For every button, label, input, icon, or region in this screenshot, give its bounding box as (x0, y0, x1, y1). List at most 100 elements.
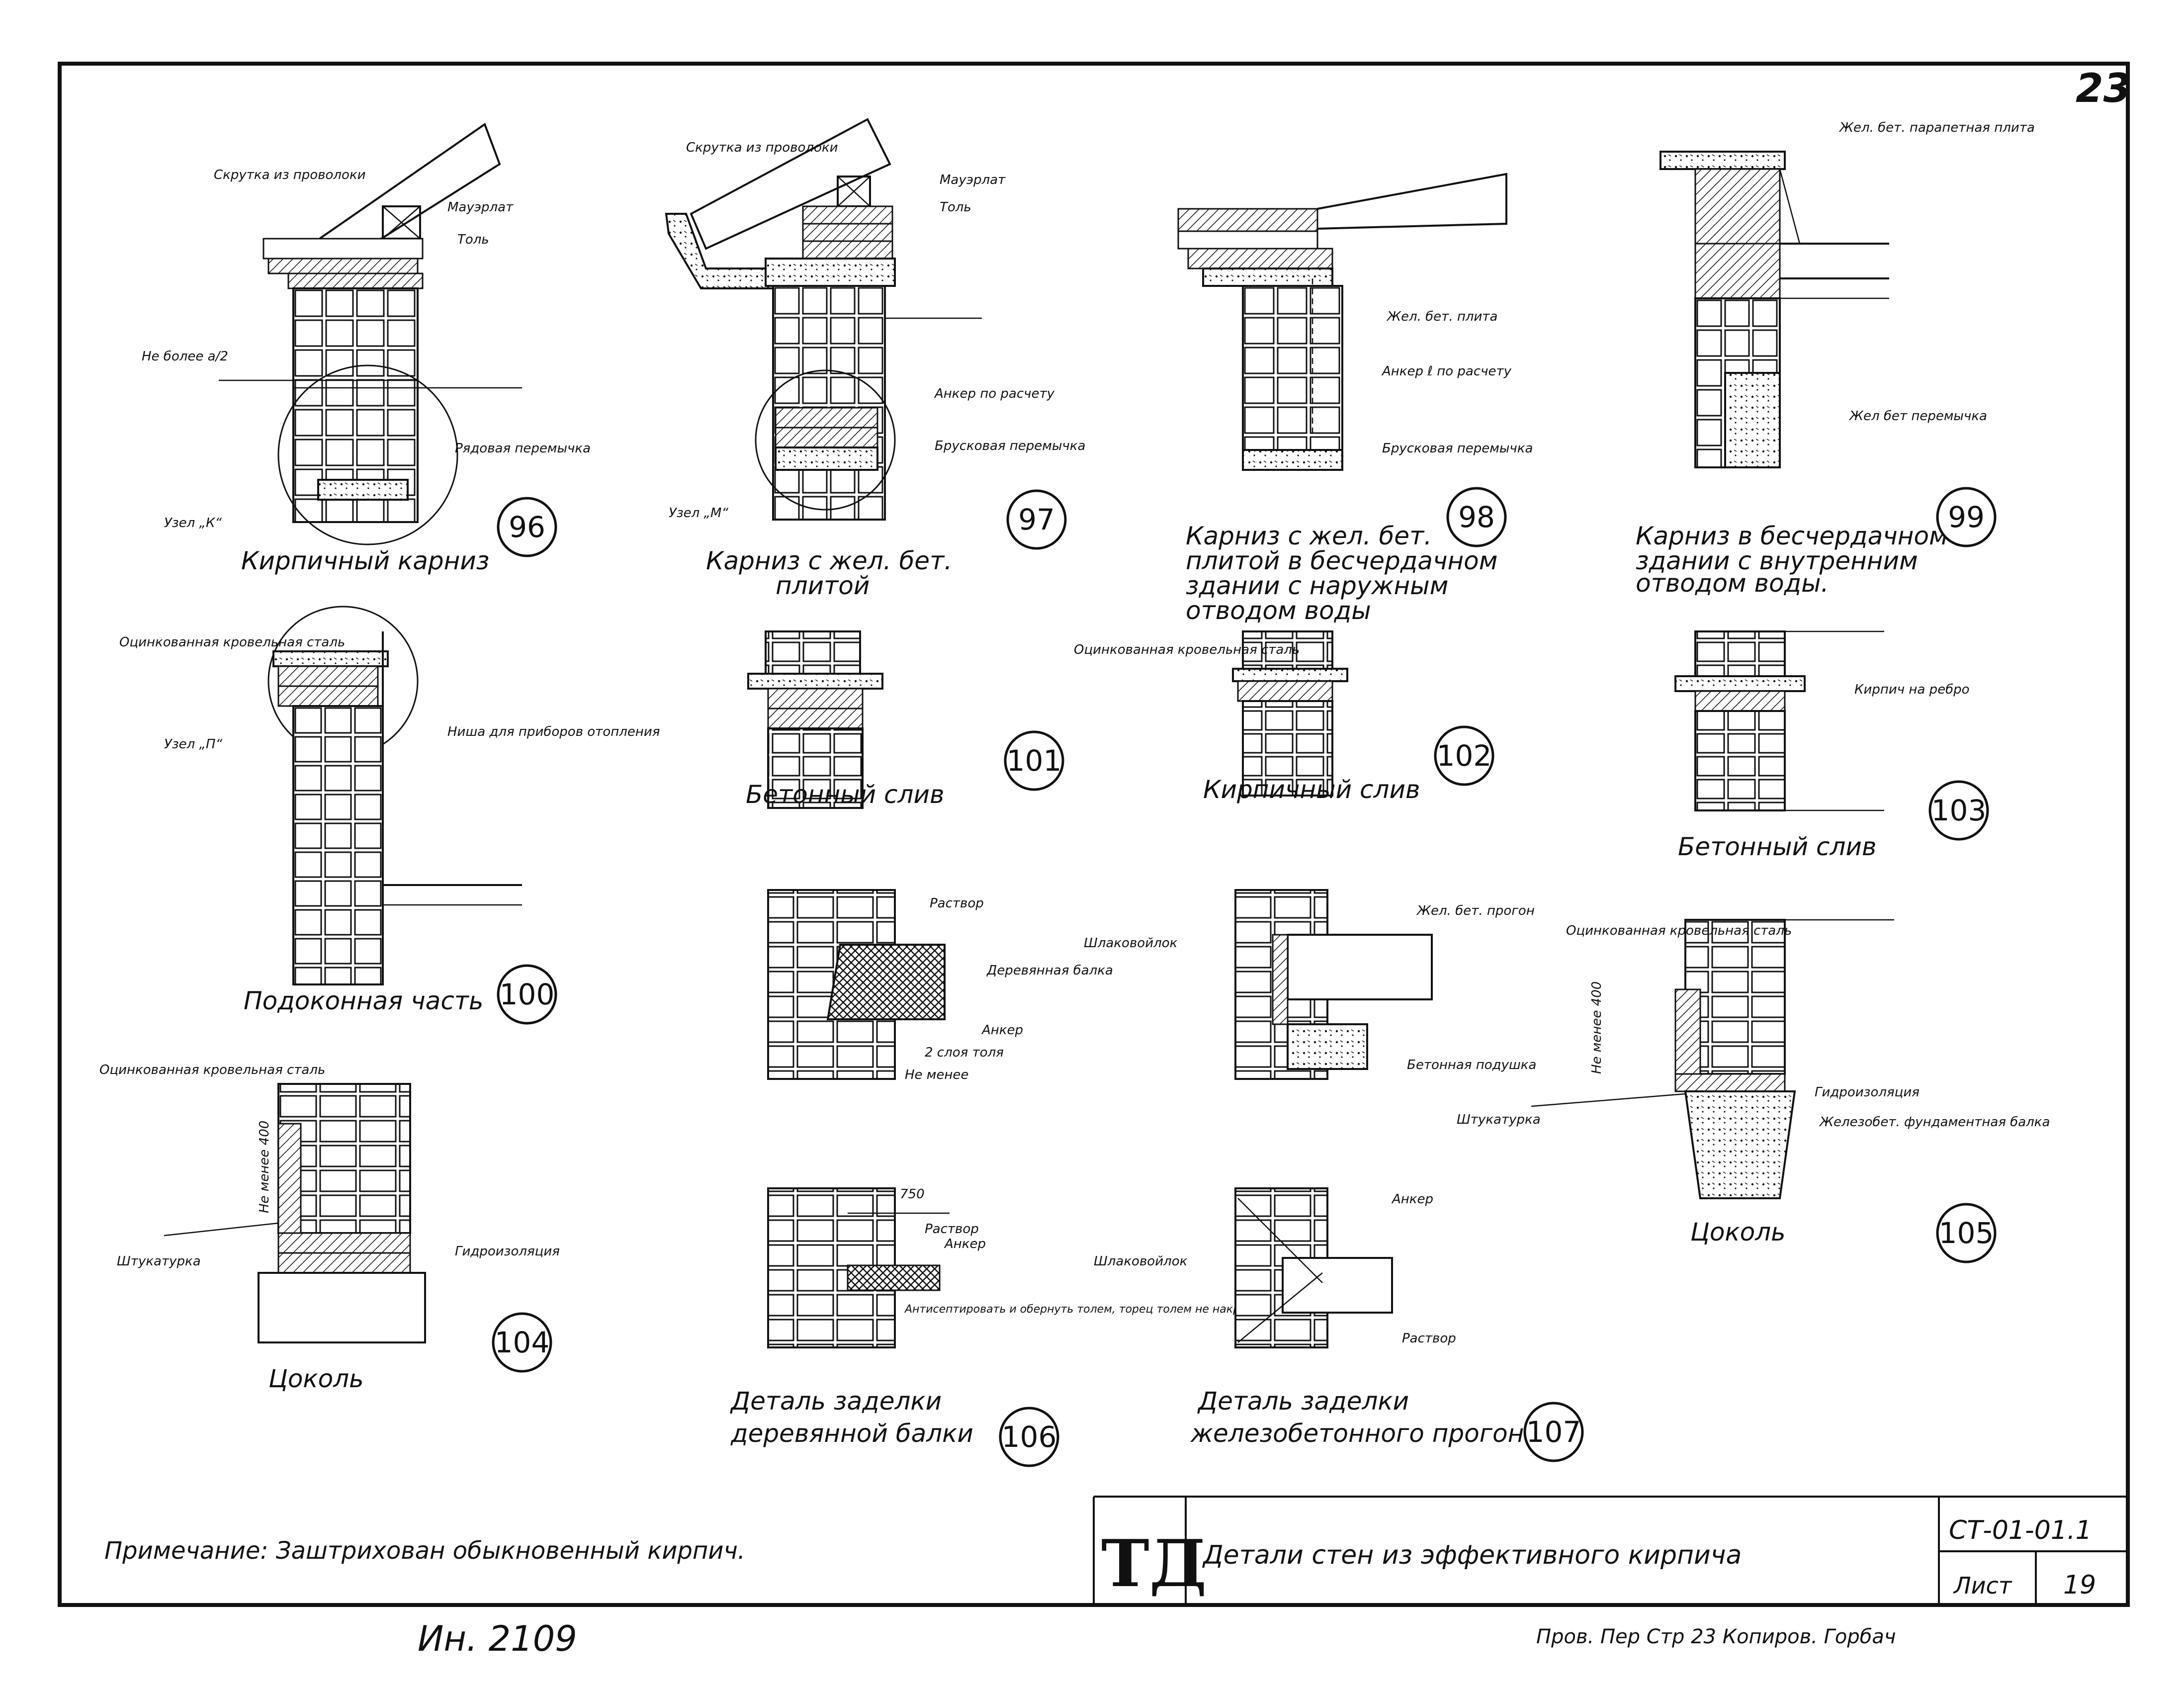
detail-caption: здании с внутренним (1636, 546, 1918, 575)
detail-number: 100 (500, 978, 555, 1011)
concrete-purlin (1287, 934, 1433, 1000)
label: Антисептировать и обернуть толем, торец … (904, 1303, 1275, 1316)
detail-99: Жел. бет. парапетная плита Жел бет перем… (1636, 120, 2035, 598)
label: Мауэрлат (940, 173, 1006, 187)
label: Раствор (930, 896, 984, 911)
detail-number: 106 (1002, 1420, 1057, 1454)
label: Узел „К“ (164, 516, 222, 531)
detail-number: 96 (509, 510, 545, 544)
detail-number-circle (497, 497, 557, 557)
label: Раствор (1402, 1331, 1456, 1346)
title-block: ТД Детали стен из эффективного кирпича С… (1093, 1496, 2128, 1605)
detail-caption: Карниз с жел. бет. (1186, 522, 1432, 550)
detail-107: Жел. бет. прогон Шлаковойлок Бетонная по… (1084, 889, 1584, 1462)
label: Оцинкованная кровельная сталь (99, 1063, 325, 1077)
label: Не менее 400 (257, 1121, 272, 1213)
detail-caption: Кирпичный слив (1203, 775, 1420, 804)
steel-sill (272, 650, 389, 667)
label: Скрутка из проволоки (214, 168, 366, 182)
concrete-sill (747, 673, 883, 690)
detail-caption: плитой в бесчердачном (1186, 546, 1498, 575)
detail-96: Скрутка из проволоки Мауэрлат Толь Не бо… (142, 122, 591, 575)
sheet-note: Примечание: Заштрихован обыкновенный кир… (104, 1537, 745, 1565)
label: Штукатурка (1457, 1112, 1541, 1127)
detail-106: Раствор Деревянная балка Анкер 2 слоя то… (730, 889, 1275, 1467)
label: Не более a/2 (142, 349, 228, 364)
label: Раствор (925, 1222, 979, 1237)
foundation (258, 1272, 426, 1343)
detail-caption: отводом воды. (1636, 569, 1829, 598)
label: Гидроизоляция (455, 1244, 560, 1259)
label: Оцинкованная кровельная сталь (119, 635, 345, 650)
detail-number: 101 (1007, 744, 1062, 778)
detail-number: 104 (495, 1326, 550, 1359)
sheet-number: 19 (2063, 1570, 2096, 1600)
label: Анкер (981, 1023, 1023, 1038)
detail-number: 103 (1931, 794, 1987, 827)
foundation-beam (1684, 1090, 1796, 1199)
detail-number: 105 (1939, 1216, 1994, 1250)
detail-caption: железобетонного прогона (1190, 1419, 1539, 1448)
label: Анкер (1391, 1192, 1433, 1207)
label: Шлаковойлок (1094, 1254, 1188, 1269)
label: Жел. бет. плита (1386, 309, 1497, 324)
detail-number: 97 (1018, 503, 1055, 536)
detail-97: Скрутка из проволоки Мауэрлат Толь Анкер… (665, 118, 1085, 600)
label: Не менее 400 (1589, 981, 1604, 1074)
sheet-label: Лист (1953, 1572, 2012, 1599)
label: Анкер (944, 1237, 986, 1251)
label: Брусковая перемычка (935, 439, 1085, 453)
label: 750 (900, 1187, 925, 1202)
rafter (690, 118, 891, 250)
detail-caption: Карниз с жел. бет. (706, 546, 952, 575)
detail-100: Оцинкованная кровельная сталь Узел „П“ Н… (119, 606, 660, 1025)
detail-caption: плитой (776, 571, 870, 600)
parapet-slab (1660, 151, 1786, 170)
detail-caption: Цоколь (1690, 1218, 1786, 1246)
detail-104: Оцинкованная кровельная сталь Не менее 4… (99, 1063, 560, 1393)
label: 2 слоя толя (925, 1045, 1004, 1060)
page-number: 23 (2076, 65, 2131, 111)
label: Шлаковойлок (1084, 936, 1178, 951)
label: Штукатурка (117, 1254, 201, 1269)
label: Жел бет перемычка (1848, 409, 1987, 424)
detail-caption: Кирпичный карниз (241, 546, 489, 575)
detail-caption: деревянной балки (730, 1419, 973, 1448)
detail-103: Кирпич на ребро Бетонный слив 103 (1674, 630, 1989, 861)
label: Брусковая перемычка (1382, 441, 1533, 456)
label: Железобет. фундаментная балка (1819, 1115, 2050, 1130)
label: Деревянная балка (986, 963, 1113, 978)
inventory-number: Ин. 2109 (418, 1618, 577, 1659)
label: Бетонная подушка (1407, 1058, 1536, 1072)
detail-caption: здании с наружным (1186, 571, 1448, 600)
label: Кирпич на ребро (1854, 682, 1970, 697)
node-circle (277, 364, 458, 545)
sheet-title: Детали стен из эффективного кирпича (1202, 1540, 1742, 1570)
signature-line: Пров. Пер Стр 23 Копиров. Горбач (1536, 1625, 1896, 1648)
detail-102: Оцинкованная кровельная сталь Кирпичный … (1074, 630, 1494, 804)
label: Не менее (905, 1068, 968, 1082)
label: Узел „П“ (164, 737, 223, 752)
label: Ниша для приборов отопления (447, 724, 660, 739)
detail-caption: Цоколь (268, 1364, 364, 1393)
concrete-pad (1287, 1023, 1368, 1070)
detail-caption: Бетонный слив (1678, 832, 1876, 861)
label: Рядовая перемычка (455, 441, 591, 456)
label: Оцинкованная кровельная сталь (1074, 642, 1300, 657)
detail-number: 98 (1458, 500, 1495, 534)
label: Мауэрлат (447, 200, 514, 215)
wire-twist (382, 206, 421, 239)
label: Оцинкованная кровельная сталь (1566, 923, 1792, 938)
drawing-code: СТ-01-01.1 (1949, 1515, 2092, 1545)
label: Узел „М“ (669, 506, 728, 521)
slab (1317, 173, 1507, 230)
label: Скрутка из проволоки (686, 140, 838, 155)
detail-98: Жел. бет. плита Анкер ℓ по расчету Бруск… (1177, 173, 1533, 625)
stamp-logo: ТД (1101, 1525, 1207, 1602)
wooden-beam (826, 944, 946, 1020)
detail-caption: Деталь заделки (730, 1387, 942, 1416)
detail-caption: отводом воды (1186, 596, 1371, 625)
detail-number: 102 (1437, 739, 1492, 773)
detail-number: 99 (1948, 500, 1985, 534)
